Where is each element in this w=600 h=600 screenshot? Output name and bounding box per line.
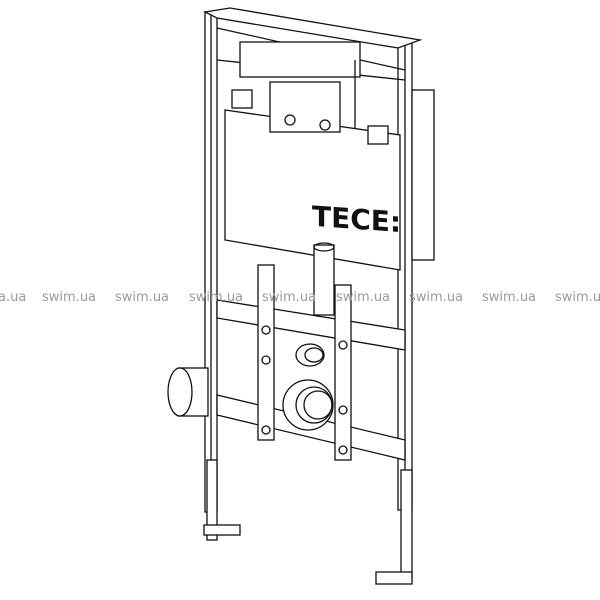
side-pipe: [167, 367, 209, 417]
watermark-text: swim.ua: [262, 290, 317, 305]
drain-pipes: [282, 343, 334, 431]
flush-pipe: [313, 242, 335, 316]
right-upright: [375, 39, 413, 585]
cistern-panel: [224, 81, 435, 271]
watermark-text: swim.ua: [409, 290, 464, 305]
watermark-text: swim.ua: [336, 290, 391, 305]
watermark-text: swim.ua: [42, 290, 97, 305]
watermark-text: swim.ua: [189, 290, 244, 305]
brand-logo: TECE:: [312, 200, 401, 239]
watermark-text: swim.ua: [115, 290, 170, 305]
watermark-text: swim.ua: [555, 290, 600, 305]
watermark-text: a.ua: [0, 290, 27, 305]
top-frame: [202, 7, 423, 130]
watermark-text: swim.ua: [482, 290, 537, 305]
